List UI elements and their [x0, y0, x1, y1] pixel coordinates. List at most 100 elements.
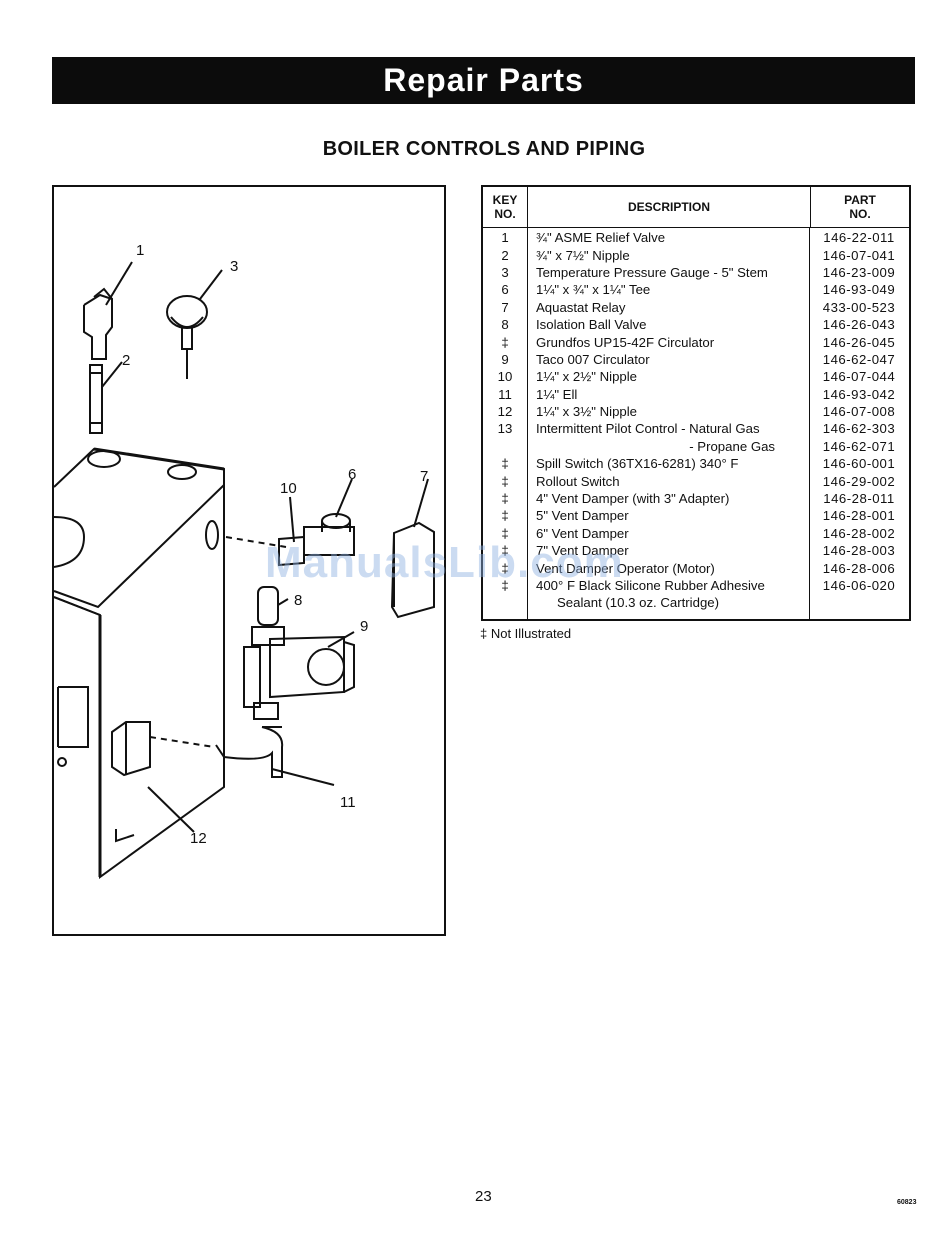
description-cell: 1¼" Ell — [536, 386, 578, 402]
exploded-view-drawing: 1 2 3 6 7 8 9 10 11 12 — [54, 242, 435, 879]
part-no-cell: 146-23-009 — [822, 264, 896, 280]
description-cell: - Propane Gas — [689, 438, 775, 454]
watermark: ManualsLib.com — [265, 538, 624, 587]
table-row: - Propane Gas 146-62-071 — [483, 438, 909, 455]
key-no-cell: 12 — [497, 404, 513, 420]
description-cell: Aquastat Relay — [536, 299, 626, 315]
part-no-cell: 146-28-003 — [822, 543, 896, 559]
description-cell: Grundfos UP15-42F Circulator — [536, 334, 715, 350]
part-no-cell: 146-93-049 — [822, 282, 896, 298]
key-no-cell: 1 — [501, 230, 509, 246]
part-no-cell: 146-93-042 — [822, 386, 896, 402]
callout-10: 10 — [280, 480, 297, 497]
description-cell: 4" Vent Damper (with 3" Adapter) — [536, 491, 730, 507]
table-row: 13 Intermittent Pilot Control - Natural G… — [483, 420, 909, 437]
section-title: BOILER CONTROLS AND PIPING — [322, 138, 646, 160]
part-no-cell: 146-22-011 — [823, 230, 895, 246]
header-key-line1: KEY — [492, 193, 518, 207]
callout-9: 9 — [360, 618, 368, 635]
description-cell: Rollout Switch — [536, 473, 620, 489]
key-no-cell: 13 — [497, 421, 513, 437]
table-row: 10 1¼" x 2½" Nipple 146-07-044 — [483, 368, 909, 385]
page-banner: Repair Parts — [52, 57, 915, 104]
table-row: 6 1¼" x ¾" x 1¼" Tee 146-93-049 — [483, 281, 909, 298]
table-row: ‡Vent Damper Operator (Motor)146-28-006 — [483, 559, 909, 576]
key-no-cell: 11 — [498, 386, 512, 402]
part-no-cell: 146-28-011 — [823, 491, 895, 507]
part-no-cell: 146-06-020 — [822, 578, 896, 593]
part-no-cell: 146-28-001 — [822, 508, 896, 524]
table-row: ‡ Rollout Switch 146-29-002 — [483, 472, 909, 489]
key-no-cell: ‡ — [501, 491, 509, 507]
part-no-cell: 146-62-047 — [822, 351, 896, 367]
callout-8: 8 — [294, 592, 302, 609]
callout-2: 2 — [122, 352, 130, 369]
header-key-line2: NO. — [494, 207, 516, 221]
key-no-cell: ‡ — [501, 508, 509, 524]
key-no-cell: 2 — [501, 247, 509, 263]
description-cell: Intermittent Pilot Control - Natural Gas — [536, 421, 760, 437]
description-cell: 1¼" x 2½" Nipple — [536, 369, 637, 385]
key-no-cell: ‡ — [501, 456, 509, 472]
table-row: ‡ 5" Vent Damper 146-28-001 — [483, 507, 909, 524]
key-no-cell: 9 — [501, 351, 509, 367]
description-cell: 5" Vent Damper — [536, 508, 629, 524]
key-no-cell: ‡ — [501, 543, 509, 559]
page-number: 23 — [475, 1188, 492, 1205]
part-no-cell: 146-26-045 — [822, 334, 896, 350]
description-cell: ¾" x 7½" Nipple — [536, 247, 630, 263]
table-row: ‡ Spill Switch (36TX16-6281) 340° F 146-60… — [483, 455, 909, 472]
table-row: ‡ Grundfos UP15-42F Circulator 146-26-045 — [483, 333, 909, 350]
table-row: 9 Taco 007 Circulator 146-62-047 — [483, 351, 909, 368]
key-no-cell: ‡ — [501, 560, 509, 576]
table-row: 1 ¾" ASME Relief Valve 146-22-011 — [483, 229, 909, 246]
banner-title: Repair Parts — [383, 62, 584, 98]
description-cell: Taco 007 Circulator — [536, 351, 650, 367]
footnote: ‡ Not Illustrated — [480, 626, 572, 641]
callout-3: 3 — [230, 258, 238, 275]
part-no-cell: 146-07-044 — [822, 369, 896, 385]
callout-1: 1 — [136, 242, 144, 259]
description-cell: 7" Vent Damper — [536, 543, 629, 559]
key-no-cell: ‡ — [501, 525, 509, 541]
header-description: DESCRIPTION — [527, 187, 811, 227]
header-part-line1: PART — [844, 193, 876, 207]
part-no-cell: 146-07-008 — [822, 404, 896, 420]
table-body: 1 ¾" ASME Relief Valve 146-22-011 2 ¾" x 7½"… — [483, 228, 909, 620]
table-row: ‡ 4" Vent Damper (with 3" Adapter) 146-28-… — [483, 490, 909, 507]
description-cell: 400° F Black Silicone Rubber Adhesive — [536, 578, 765, 593]
key-no-cell: ‡ — [501, 334, 509, 350]
description-cell: Temperature Pressure Gauge - 5" Stem — [536, 264, 768, 280]
document-code: 60823 — [897, 1199, 917, 1206]
description-cell: Spill Switch (36TX16-6281) 340° F — [536, 456, 739, 472]
part-no-cell: 146-26-043 — [822, 317, 896, 333]
parts-diagram: 1 2 3 6 7 8 9 10 11 12 — [52, 185, 446, 936]
key-no-cell: ‡ — [501, 473, 509, 489]
description-cell: Sealant (10.3 oz. Cartridge) — [557, 595, 719, 611]
header-part-line2: NO. — [849, 207, 871, 221]
part-no-cell: 146-60-001 — [822, 456, 896, 472]
table-row: ‡ 400° F Black Silicone Rubber Adhesive 14… — [483, 577, 909, 594]
description-cell: Vent Damper Operator (Motor) — [536, 560, 715, 576]
description-cell: 1¼" x ¾" x 1¼" Tee — [536, 282, 651, 298]
key-no-cell: ‡ — [501, 578, 509, 593]
part-no-cell: 146-62-071 — [822, 438, 896, 454]
part-no-cell: 146-29-002 — [822, 473, 896, 489]
key-no-cell: 10 — [497, 369, 513, 385]
description-cell: ¾" ASME Relief Valve — [536, 230, 666, 246]
part-no-cell: 146-62-303 — [822, 421, 896, 437]
callout-12: 12 — [190, 830, 207, 847]
callout-6: 6 — [348, 466, 356, 483]
key-no-cell: 6 — [501, 282, 509, 298]
callout-7: 7 — [420, 468, 428, 485]
